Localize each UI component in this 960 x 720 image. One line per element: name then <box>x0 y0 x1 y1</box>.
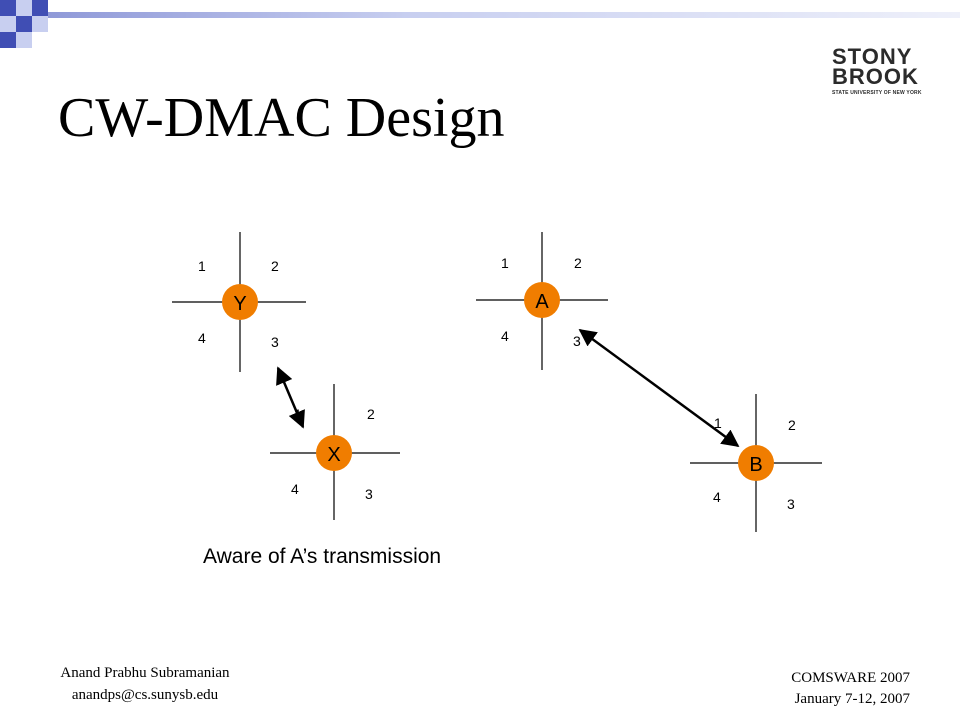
stony-brook-logo: STONY BROOK STATE UNIVERSITY OF NEW YORK <box>826 44 921 100</box>
node-y-sector-3: 3 <box>271 334 279 350</box>
corner-square-3 <box>32 0 48 16</box>
corner-square-8 <box>0 32 16 48</box>
footer-email: anandps@cs.sunysb.edu <box>71 687 219 703</box>
node-x-sector-2: 2 <box>367 406 375 422</box>
node-x-label: X <box>327 444 340 466</box>
node-y-sector-1: 1 <box>198 258 206 274</box>
node-y-circle <box>222 284 258 320</box>
diagram-caption: Aware of A’s transmission <box>203 545 442 568</box>
node-a-sector-4: 4 <box>501 328 509 344</box>
node-y-sector-4: 4 <box>198 330 206 346</box>
corner-square-2 <box>16 0 32 16</box>
node-y: Y 1 2 3 4 <box>172 232 306 372</box>
node-a-sector-2: 2 <box>574 255 582 271</box>
node-x: X 1 2 3 4 <box>270 384 400 520</box>
node-y-label: Y <box>233 293 246 315</box>
corner-square-7 <box>16 32 32 48</box>
node-b-circle <box>738 445 774 481</box>
slide-title: CW-DMAC Design <box>58 87 505 149</box>
corner-square-4 <box>0 16 16 32</box>
node-a-label: A <box>535 291 549 313</box>
node-x-sector-3: 3 <box>365 486 373 502</box>
corner-square-5 <box>16 16 32 32</box>
node-a-circle <box>524 282 560 318</box>
corner-square-1 <box>0 0 16 16</box>
node-a-sector-3: 3 <box>573 333 581 349</box>
footer-conference-block: COMSWARE 2007 January 7-12, 2007 <box>770 668 910 710</box>
link-y-x-arrow <box>276 366 305 429</box>
node-b-label: B <box>749 454 762 476</box>
top-gradient-bar <box>48 12 960 18</box>
footer-author: Anand Prabhu Subramanian <box>60 665 230 681</box>
node-b-sector-3: 3 <box>787 496 795 512</box>
logo-text-bottom: BROOK <box>832 64 919 89</box>
logo-subtitle: STATE UNIVERSITY OF NEW YORK <box>832 90 922 96</box>
node-b-sector-2: 2 <box>788 417 796 433</box>
footer-conference: COMSWARE 2007 <box>791 670 910 686</box>
node-y-sector-2: 2 <box>271 258 279 274</box>
node-a: A 1 2 3 4 <box>476 232 608 370</box>
corner-square-6 <box>32 16 48 32</box>
footer-author-block: Anand Prabhu Subramanian anandps@cs.suny… <box>40 662 250 706</box>
footer-dates: January 7-12, 2007 <box>794 691 910 707</box>
node-x-sector-4: 4 <box>291 481 299 497</box>
node-a-sector-1: 1 <box>501 255 509 271</box>
node-b: B 1 2 3 4 <box>690 394 822 532</box>
node-b-sector-4: 4 <box>713 489 721 505</box>
node-x-circle <box>316 435 352 471</box>
logo-text-top: STONY <box>832 44 913 69</box>
link-a-b-arrow <box>578 328 740 448</box>
